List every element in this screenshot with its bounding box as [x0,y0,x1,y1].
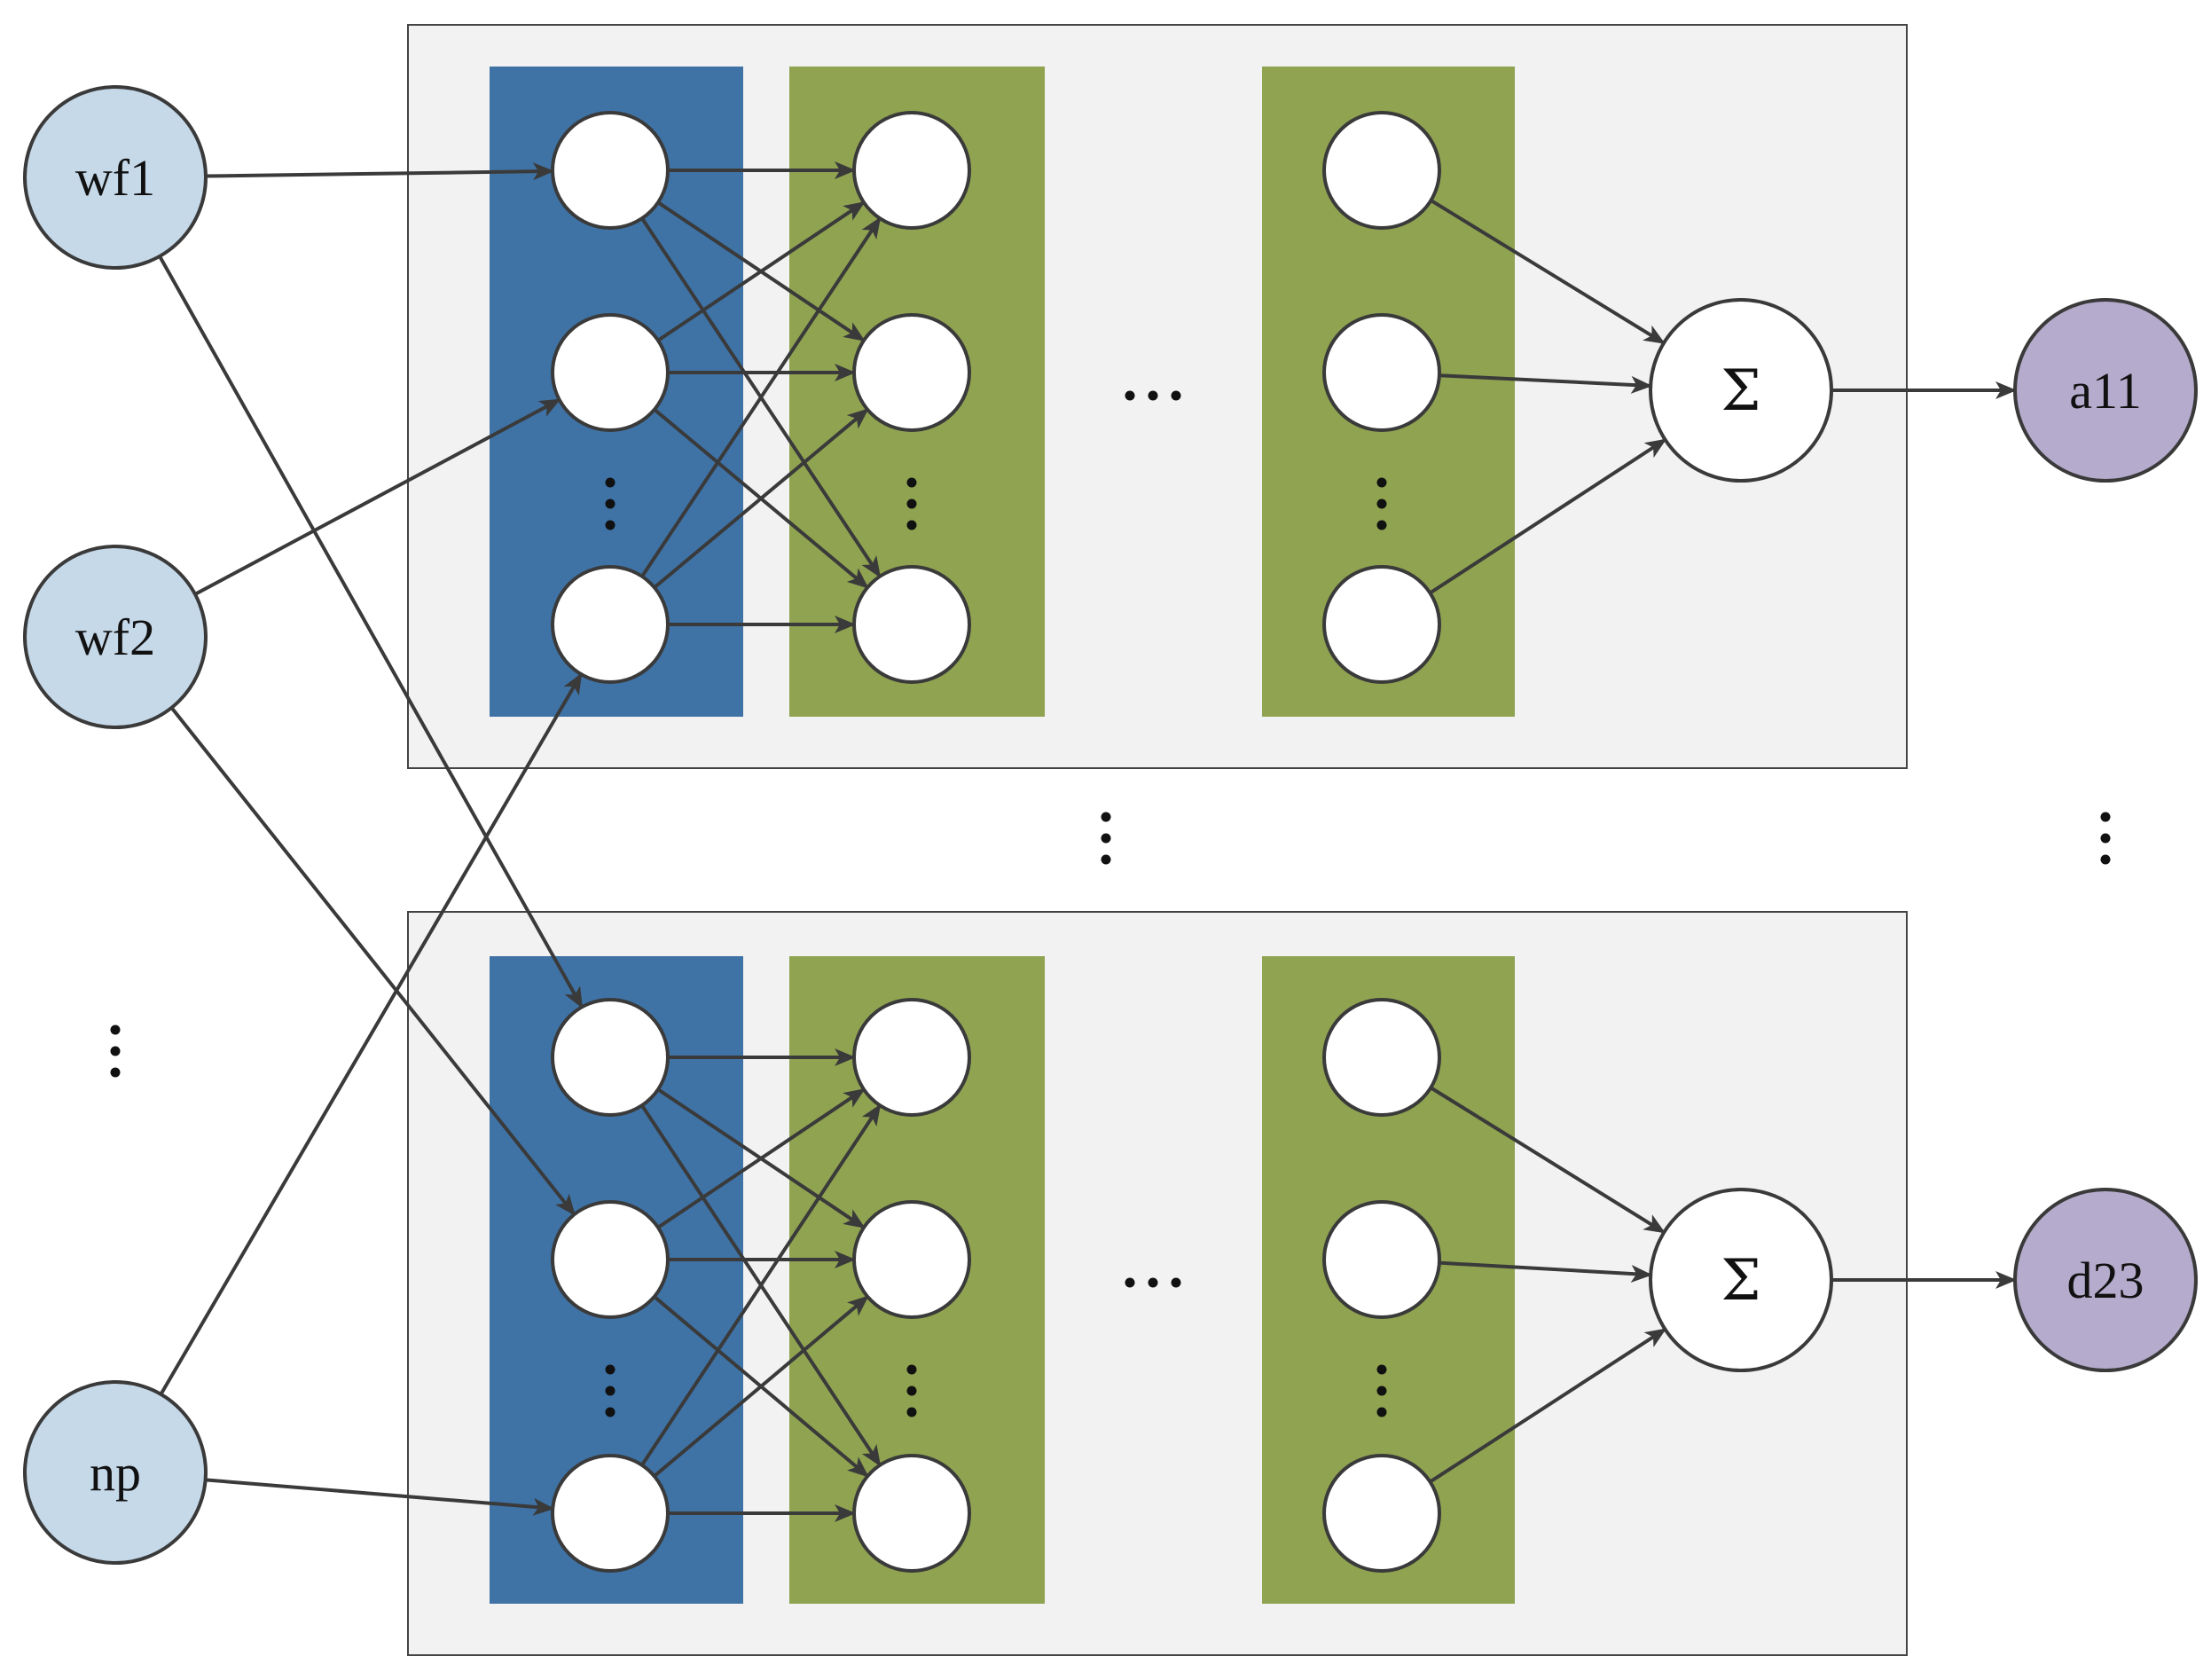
vertical-ellipsis-icon-bottom-layer0-0 [605,1364,615,1375]
neuron-bottom-layer0-node2 [551,1454,670,1573]
vertical-ellipsis-icon-inputs-0 [110,1024,121,1035]
horizontal-ellipsis-icon-top-1 [1148,390,1158,401]
neuron-top-layer2-node2 [1322,565,1441,684]
vertical-ellipsis-icon-top-layer2-0 [1376,477,1387,488]
input-label-wf2: wf2 [75,608,155,666]
input-node-wf1: wf1 [23,85,208,270]
sum-symbol-bottom: Σ [1721,1248,1760,1314]
neuron-top-layer1-node1 [852,313,971,432]
edge-top-l1n1-l2n0 [656,200,866,342]
edge-input0-to-block1 [158,255,584,1009]
neuron-bottom-layer2-node2 [1322,1454,1441,1573]
neuron-nodes [551,111,1441,1573]
input-label-np: np [90,1444,141,1502]
output-node-d23: d23 [2013,1188,2198,1372]
vertical-ellipsis-icon-inputs-2 [110,1067,121,1078]
input-node-wf2: wf2 [23,545,208,729]
edge-top-l1n2-l2n0 [640,216,882,577]
vertical-ellipsis-icon-top-layer0-2 [605,520,615,530]
vertical-ellipsis-icon-bottom-layer2-1 [1376,1386,1387,1396]
edge-top-l1n2-l2n1 [653,408,869,589]
edge-top-last2-sum [1429,438,1667,595]
neuron-bottom-layer0-node1 [551,1200,670,1319]
vertical-ellipsis-icon-blocks-2 [1101,854,1111,865]
vertical-ellipsis-icon-outputs-1 [2100,833,2111,844]
network-panels [407,24,1908,1656]
neuron-top-layer0-node2 [551,565,670,684]
edge-bottom-l1n2-l2n1 [653,1295,869,1478]
edge-bottom-l1n2-l2n0 [640,1103,882,1466]
vertical-ellipsis-icon-top-layer2-1 [1376,499,1387,509]
output-node-a11: a11 [2013,298,2198,483]
vertical-ellipsis-icon-inputs-1 [110,1046,121,1056]
vertical-ellipsis-icon-bottom-layer0-2 [605,1407,615,1417]
horizontal-ellipsis-icon-bottom-0 [1125,1277,1135,1288]
sum-symbol-top: Σ [1721,358,1760,424]
horizontal-ellipsis-icon-top-0 [1125,390,1135,401]
summation-node-bottom: Σ [1649,1188,1833,1372]
vertical-ellipsis-icon-bottom-layer1-2 [906,1407,917,1417]
output-label-a11: a11 [2069,362,2142,420]
edge-bottom-last0-sum [1430,1086,1666,1234]
neuron-bottom-layer0-node0 [551,998,670,1117]
edge-bottom-last2-sum [1429,1327,1667,1484]
neuron-top-layer0-node0 [551,111,670,230]
vertical-ellipsis-icon-top-layer0-0 [605,477,615,488]
edge-input1-to-block1 [169,706,576,1216]
summation-node-top: Σ [1649,298,1833,483]
vertical-ellipsis-icon-outputs-0 [2100,812,2111,822]
neuron-top-layer2-node1 [1322,313,1441,432]
input-node-np: np [23,1380,208,1565]
edge-top-last0-sum [1430,199,1666,345]
neuron-top-layer2-node0 [1322,111,1441,230]
vertical-ellipsis-icon-blocks-0 [1101,812,1111,822]
edge-input2-to-block1 [205,1478,555,1516]
vertical-ellipsis-icon-top-layer1-2 [906,520,917,530]
edge-input2-to-block0 [159,672,583,1395]
output-label-d23: d23 [2067,1252,2144,1309]
edge-top-last1-sum [1439,373,1653,394]
ellipsis-markers [110,390,2111,1417]
neuron-bottom-layer2-node1 [1322,1200,1441,1319]
neuron-top-layer1-node2 [852,565,971,684]
edge-bottom-last1-sum [1439,1260,1653,1283]
edge-input1-to-block0 [194,397,561,596]
vertical-ellipsis-icon-top-layer1-1 [906,499,917,509]
vertical-ellipsis-icon-bottom-layer1-1 [906,1386,917,1396]
neuron-bottom-layer1-node2 [852,1454,971,1573]
vertical-ellipsis-icon-bottom-layer2-2 [1376,1407,1387,1417]
vertical-ellipsis-icon-bottom-layer0-1 [605,1386,615,1396]
vertical-ellipsis-icon-top-layer0-1 [605,499,615,509]
edge-input0-to-block0 [205,162,555,181]
neuron-bottom-layer1-node0 [852,998,971,1117]
neuron-bottom-layer1-node1 [852,1200,971,1319]
vertical-ellipsis-icon-top-layer1-0 [906,477,917,488]
vertical-ellipsis-icon-bottom-layer2-0 [1376,1364,1387,1375]
horizontal-ellipsis-icon-top-2 [1171,390,1181,401]
horizontal-ellipsis-icon-bottom-2 [1171,1277,1181,1288]
vertical-ellipsis-icon-bottom-layer1-0 [906,1364,917,1375]
vertical-ellipsis-icon-blocks-1 [1101,833,1111,844]
vertical-ellipsis-icon-outputs-2 [2100,854,2111,865]
neuron-top-layer0-node1 [551,313,670,432]
horizontal-ellipsis-icon-bottom-1 [1148,1277,1158,1288]
vertical-ellipsis-icon-top-layer2-2 [1376,520,1387,530]
input-label-wf1: wf1 [75,149,155,207]
neuron-top-layer1-node0 [852,111,971,230]
neuron-bottom-layer2-node0 [1322,998,1441,1117]
connection-lines [158,161,2017,1522]
edge-bottom-l1n1-l2n0 [656,1087,866,1229]
